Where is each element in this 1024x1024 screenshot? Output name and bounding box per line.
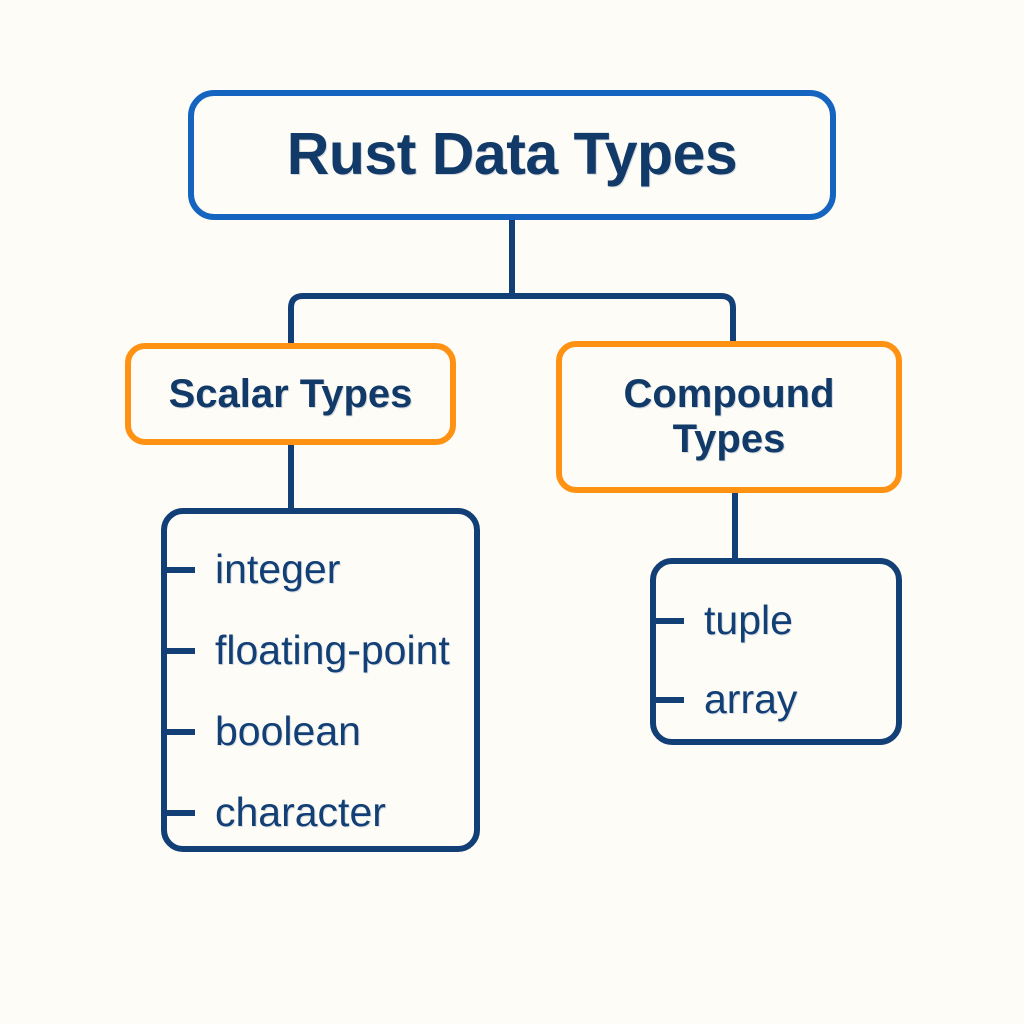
node-root-rust-data-types[interactable]: Rust Data Types: [188, 90, 836, 220]
leaf-item[interactable]: boolean: [161, 711, 361, 752]
leaf-item[interactable]: integer: [161, 549, 340, 590]
leaf-item[interactable]: array: [650, 679, 797, 720]
connector-root-split: [288, 293, 736, 345]
leaf-item[interactable]: tuple: [650, 600, 793, 641]
node-category-compound-label: Compound Types: [623, 372, 835, 461]
leaf-label: floating-point: [215, 627, 450, 673]
leaf-label: boolean: [215, 708, 361, 754]
leaf-label: character: [215, 789, 386, 835]
leaf-label: array: [704, 676, 798, 722]
node-category-compound-types[interactable]: Compound Types: [556, 341, 902, 493]
leaf-list-compound: tuple array: [650, 558, 902, 745]
leaf-label: integer: [215, 546, 341, 592]
dash-marker-icon: [161, 566, 195, 573]
node-category-scalar-label: Scalar Types: [168, 371, 413, 416]
dash-marker-icon: [650, 696, 684, 703]
leaf-label: tuple: [704, 597, 793, 643]
dash-marker-icon: [161, 647, 195, 654]
dash-marker-icon: [161, 809, 195, 816]
dash-marker-icon: [161, 728, 195, 735]
leaf-list-scalar: integer floating-point boolean character: [161, 508, 480, 852]
leaf-item[interactable]: character: [161, 792, 386, 833]
leaf-item[interactable]: floating-point: [161, 630, 450, 671]
node-root-label: Rust Data Types: [286, 121, 738, 188]
dash-marker-icon: [650, 617, 684, 624]
node-category-scalar-types[interactable]: Scalar Types: [125, 343, 456, 445]
